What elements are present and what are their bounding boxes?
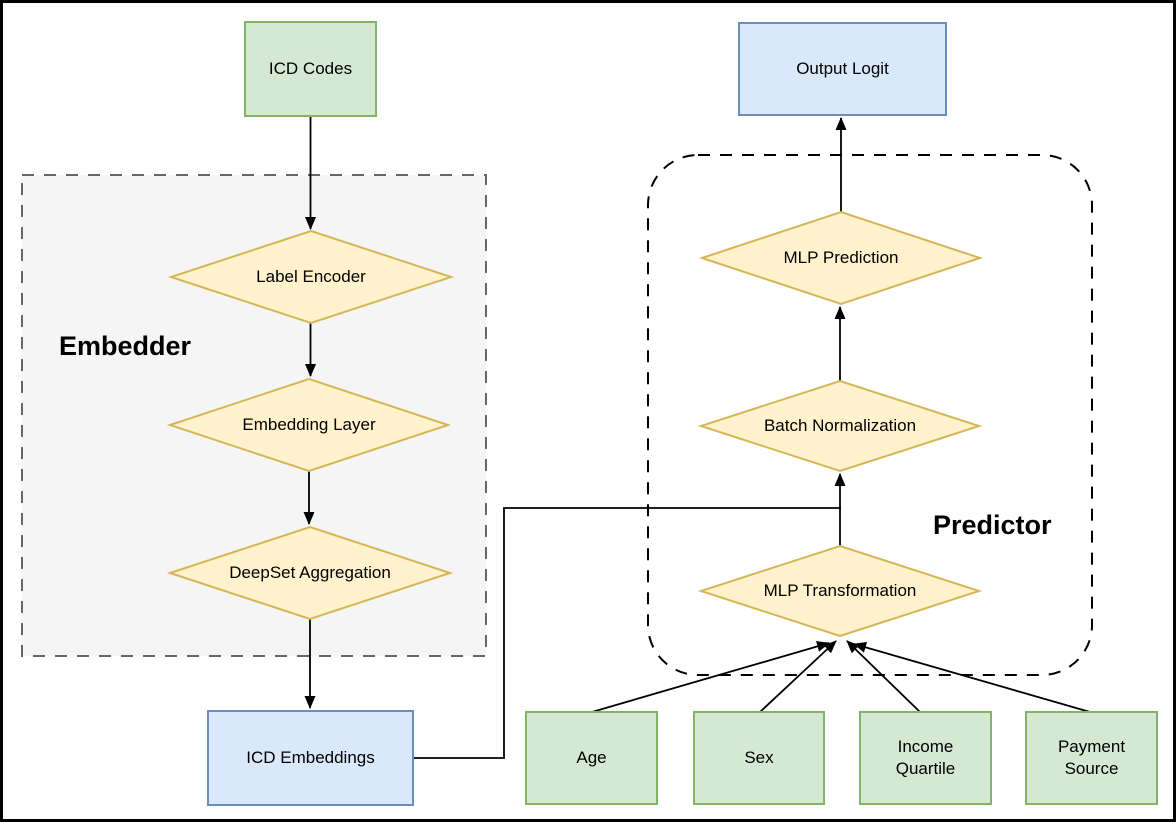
node-output-logit xyxy=(738,22,947,116)
node-mlp-transformation xyxy=(697,544,983,638)
edge-payment-source-to-mlp-transformation xyxy=(853,642,1091,713)
node-deepset-aggregation xyxy=(166,525,454,621)
node-age xyxy=(525,711,658,805)
node-mlp-prediction xyxy=(698,210,984,306)
node-icd-embeddings xyxy=(207,710,414,806)
node-embedding-layer xyxy=(166,377,452,473)
edge-age-to-mlp-transformation xyxy=(591,641,830,713)
node-sex xyxy=(693,711,825,805)
edge-icd-embeddings-to-batch-normalization xyxy=(413,507,841,759)
node-income-quartile xyxy=(859,711,992,805)
edge-sex-to-mlp-transformation xyxy=(759,640,837,713)
node-icd-codes xyxy=(244,21,377,117)
edge-income-quartile-to-mlp-transformation xyxy=(846,640,921,713)
node-payment-source xyxy=(1025,711,1158,805)
node-label-encoder xyxy=(167,229,455,325)
diagram-svg xyxy=(21,21,1158,806)
node-batch-normalization xyxy=(697,379,983,473)
